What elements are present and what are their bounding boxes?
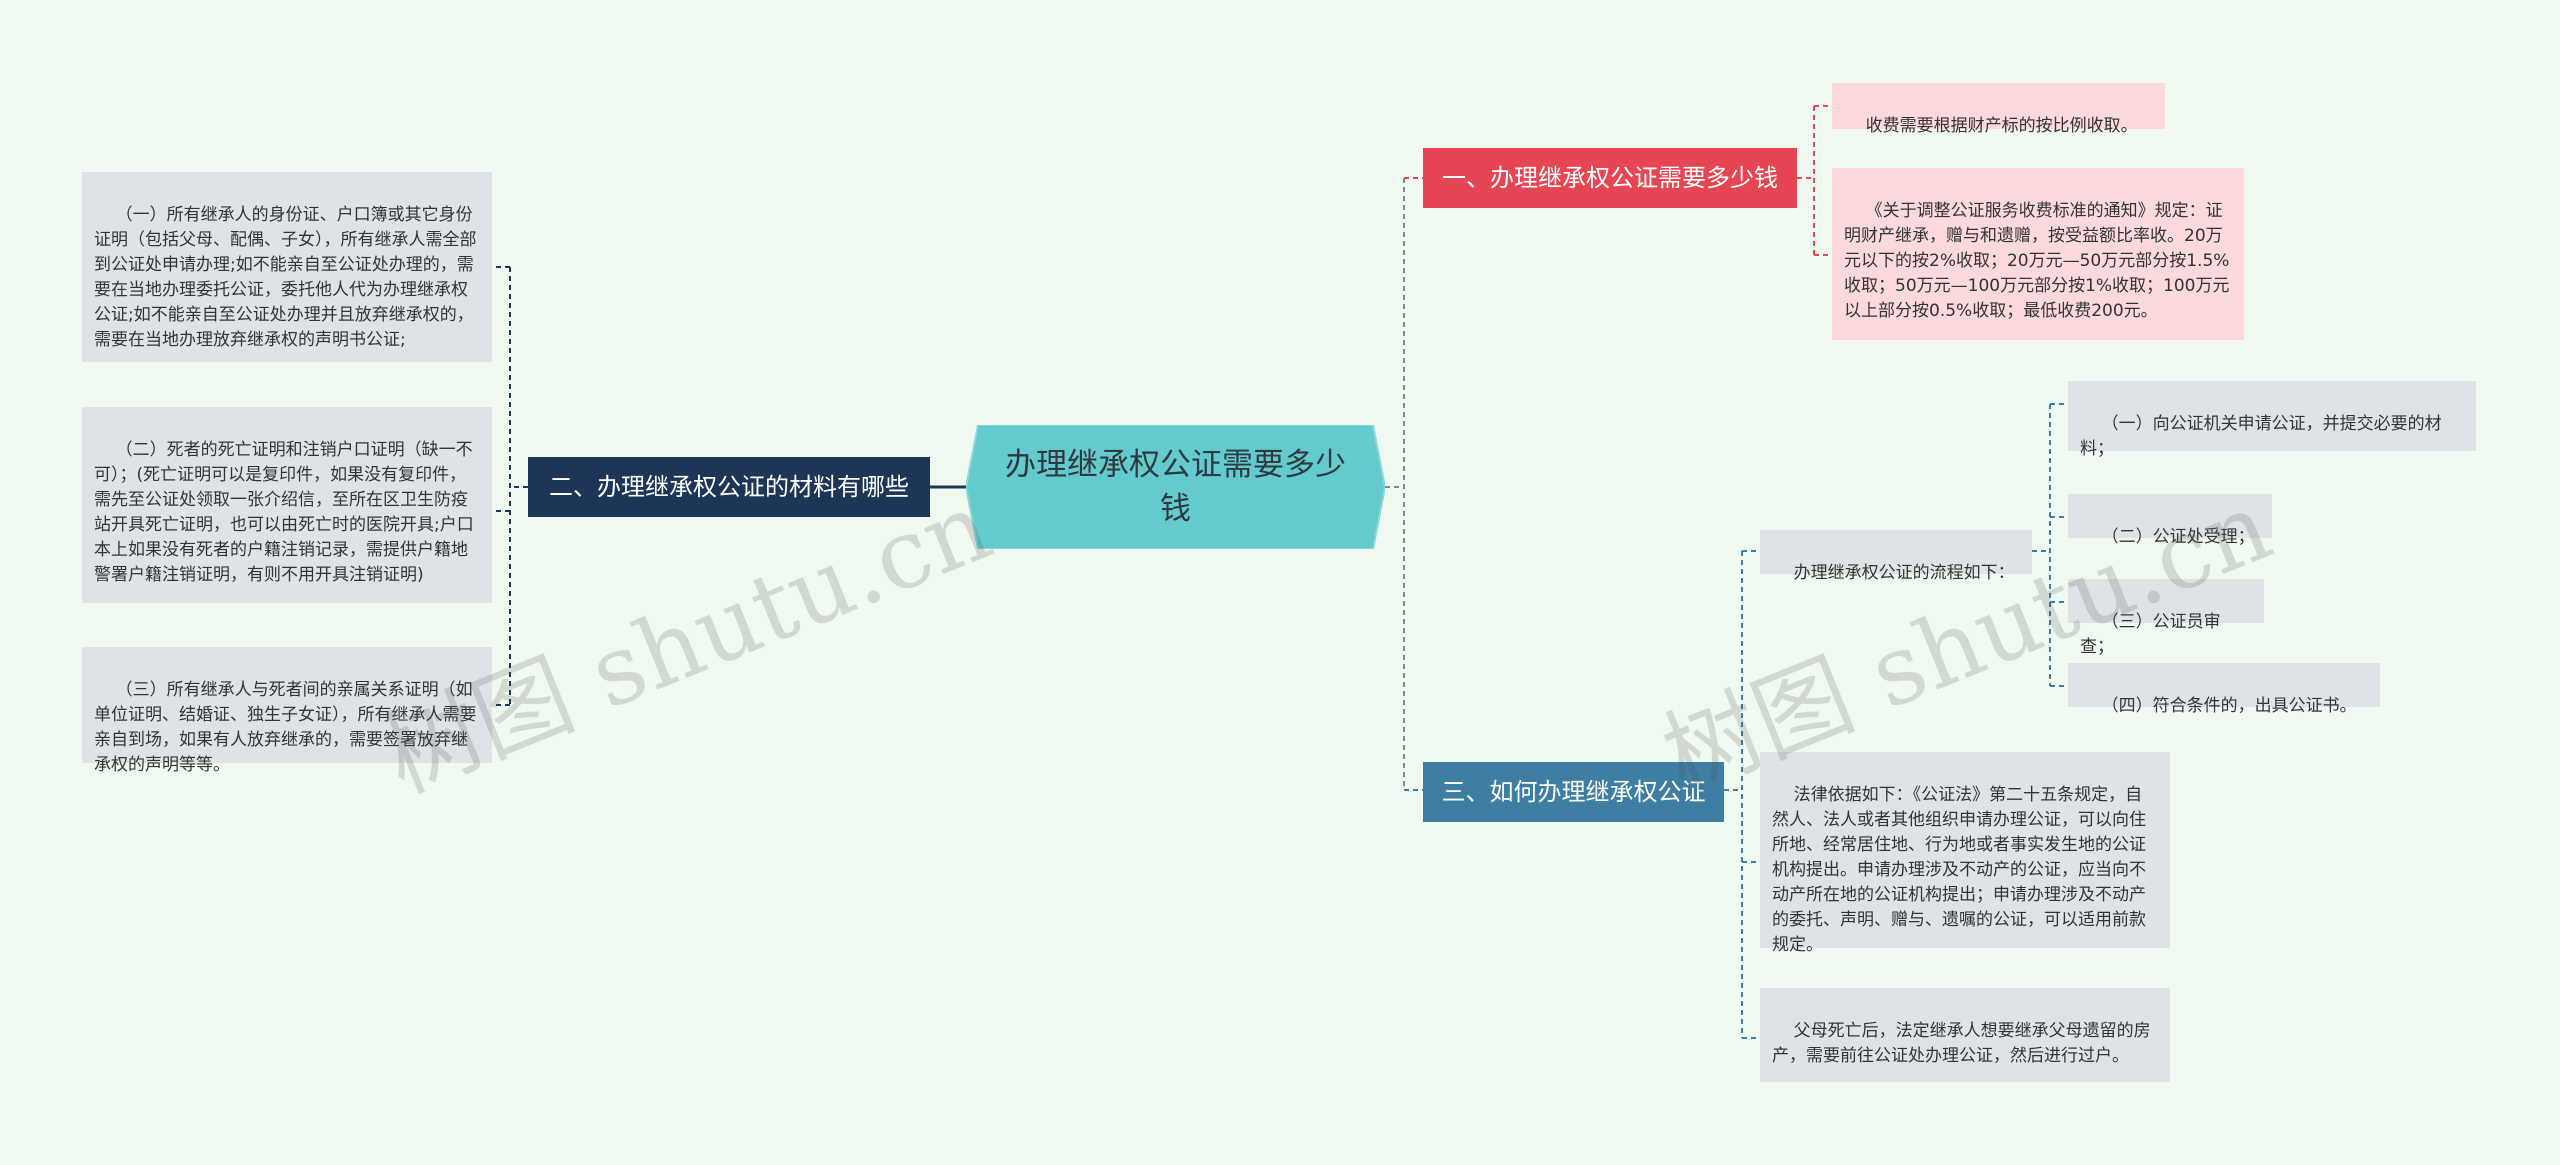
step-3: （三）公证员审查；: [2068, 579, 2264, 657]
branch-process-label: 三、如何办理继承权公证: [1441, 778, 1706, 806]
step-2-text: （二）公证处受理；: [2101, 527, 2255, 547]
fee-leaf-2-text: 《关于调整公证服务收费标准的通知》规定：证明财产继承，赠与和遗赠，按受益额比率收…: [1844, 201, 2230, 321]
connector-root-right: [1385, 178, 1405, 790]
connector-b3-children: [1724, 550, 1760, 1039]
branch-materials-label: 二、办理继承权公证的材料有哪些: [549, 473, 909, 501]
step-2: （二）公证处受理；: [2068, 494, 2272, 547]
step-4-text: （四）符合条件的，出具公证书。: [2101, 696, 2357, 716]
materials-leaf-2-text: （二）死者的死亡证明和注销户口证明（缺一不可）；(死亡证明可以是复印件，如果没有…: [94, 440, 474, 585]
step-4: （四）符合条件的，出具公证书。: [2068, 663, 2380, 716]
materials-leaf-1-text: （一）所有继承人的身份证、户口簿或其它身份证明（包括父母、配偶、子女），所有继承…: [94, 205, 477, 350]
root-hexagon-shape: [966, 425, 1385, 549]
fee-leaf-1-text: 收费需要根据财产标的按比例收取。: [1865, 116, 2138, 136]
process-law-text: 法律依据如下：《公证法》第二十五条规定，自然人、法人或者其他组织申请办理公证，可…: [1772, 785, 2146, 955]
materials-leaf-1: （一）所有继承人的身份证、户口簿或其它身份证明（包括父母、配偶、子女），所有继承…: [82, 172, 492, 362]
materials-leaf-2: （二）死者的死亡证明和注销户口证明（缺一不可）；(死亡证明可以是复印件，如果没有…: [82, 407, 492, 603]
connector-b2-children: [492, 266, 528, 706]
materials-leaf-3: （三）所有继承人与死者间的亲属关系证明（如单位证明、结婚证、独生子女证），所有继…: [82, 647, 492, 775]
branch-materials[interactable]: 二、办理继承权公证的材料有哪些: [528, 457, 930, 517]
branch-process[interactable]: 三、如何办理继承权公证: [1423, 762, 1724, 822]
materials-leaf-3-text: （三）所有继承人与死者间的亲属关系证明（如单位证明、结婚证、独生子女证），所有继…: [94, 680, 477, 775]
process-law-leaf: 法律依据如下：《公证法》第二十五条规定，自然人、法人或者其他组织申请办理公证，可…: [1760, 752, 2170, 955]
process-flow-leaf: 办理继承权公证的流程如下：: [1760, 530, 2032, 583]
step-1: （一）向公证机关申请公证，并提交必要的材料；: [2068, 381, 2476, 459]
fee-leaf-1: 收费需要根据财产标的按比例收取。: [1832, 83, 2165, 136]
root-node[interactable]: 办理继承权公证需要多少钱: [966, 425, 1385, 549]
process-flow-text: 办理继承权公证的流程如下：: [1793, 563, 2015, 583]
branch-fee-label: 一、办理继承权公证需要多少钱: [1442, 164, 1778, 192]
step-1-text: （一）向公证机关申请公证，并提交必要的材料；: [2080, 414, 2442, 459]
connector-b1-children: [1797, 105, 1832, 256]
connector-steps: [2032, 403, 2068, 687]
root-title: 办理继承权公证需要多少钱: [1005, 447, 1346, 527]
process-parents-leaf: 父母死亡后，法定继承人想要继承父母遗留的房产，需要前往公证处办理公证，然后进行过…: [1760, 988, 2170, 1082]
branch-fee[interactable]: 一、办理继承权公证需要多少钱: [1423, 148, 1797, 208]
process-parents-text: 父母死亡后，法定继承人想要继承父母遗留的房产，需要前往公证处办理公证，然后进行过…: [1772, 1021, 2151, 1066]
fee-leaf-2: 《关于调整公证服务收费标准的通知》规定：证明财产继承，赠与和遗赠，按受益额比率收…: [1832, 168, 2244, 340]
step-3-text: （三）公证员审查；: [2080, 612, 2221, 657]
